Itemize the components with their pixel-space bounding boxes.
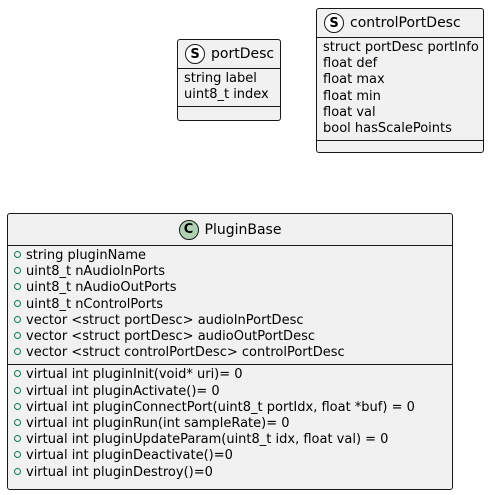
attribute: string pluginName [8, 248, 452, 264]
public-visibility-icon [14, 299, 21, 307]
struct-stereotype-icon: S [185, 44, 205, 64]
attribute-text: vector <struct portDesc> audioInPortDesc [26, 312, 304, 328]
class-pluginbase-attributes: string pluginName uint8_t nAudioInPorts … [8, 245, 452, 364]
class-pluginbase-header: C PluginBase [8, 214, 452, 245]
field: struct portDesc portInfo [323, 40, 479, 55]
struct-controlportdesc: S controlPortDesc struct portDesc portIn… [316, 8, 484, 153]
struct-portdesc: S portDesc string label uint8_t index [177, 39, 281, 121]
struct-stereotype-icon: S [324, 13, 344, 33]
attribute: vector <struct controlPortDesc> controlP… [8, 345, 452, 361]
public-visibility-icon [14, 419, 21, 427]
public-visibility-icon [14, 467, 21, 475]
method: virtual int pluginInit(void* uri)= 0 [8, 367, 452, 383]
method-text: virtual int pluginConnectPort(uint8_t po… [26, 399, 415, 415]
public-visibility-icon [14, 283, 21, 291]
class-pluginbase-methods: virtual int pluginInit(void* uri)= 0 vir… [8, 364, 452, 483]
public-visibility-icon [14, 267, 21, 275]
method: virtual int pluginUpdateParam(uint8_t id… [8, 432, 452, 448]
method-text: virtual int pluginActivate()= 0 [26, 383, 220, 399]
attribute-text: uint8_t nAudioInPorts [26, 264, 165, 280]
public-visibility-icon [14, 451, 21, 459]
struct-portdesc-name: portDesc [211, 46, 275, 62]
class-pluginbase: C PluginBase string pluginName uint8_t n… [7, 213, 453, 490]
attribute-text: uint8_t nAudioOutPorts [26, 280, 177, 296]
field: float def [323, 56, 378, 72]
public-visibility-icon [14, 315, 21, 323]
attribute: uint8_t nAudioInPorts [8, 264, 452, 280]
public-visibility-icon [14, 370, 21, 378]
public-visibility-icon [14, 435, 21, 443]
method: virtual int pluginDestroy()=0 [8, 465, 452, 481]
field: float min [323, 88, 381, 104]
attribute: vector <struct portDesc> audioOutPortDes… [8, 329, 452, 345]
attribute-text: vector <struct controlPortDesc> controlP… [26, 345, 345, 361]
method-text: virtual int pluginDeactivate()=0 [26, 448, 233, 464]
public-visibility-icon [14, 348, 21, 356]
method: virtual int pluginConnectPort(uint8_t po… [8, 400, 452, 416]
struct-controlportdesc-header: S controlPortDesc [317, 9, 483, 37]
struct-portdesc-methods [178, 106, 280, 113]
attribute: vector <struct portDesc> audioInPortDesc [8, 313, 452, 329]
class-stereotype-icon: C [178, 219, 199, 240]
attribute: uint8_t nControlPorts [8, 297, 452, 313]
struct-portdesc-header: S portDesc [178, 40, 280, 68]
field: string label [184, 71, 257, 86]
public-visibility-icon [14, 402, 21, 410]
attribute-text: vector <struct portDesc> audioOutPortDes… [26, 329, 315, 345]
attribute-text: string pluginName [26, 248, 147, 263]
method-text: virtual int pluginDestroy()=0 [26, 464, 213, 480]
method-text: virtual int pluginUpdateParam(uint8_t id… [26, 432, 389, 448]
method-text: virtual int pluginInit(void* uri)= 0 [26, 367, 243, 383]
method-text: virtual int pluginRun(int sampleRate)= 0 [26, 416, 290, 432]
method: virtual int pluginRun(int sampleRate)= 0 [8, 416, 452, 432]
field: float max [323, 72, 385, 88]
public-visibility-icon [14, 386, 21, 394]
attribute-text: uint8_t nControlPorts [26, 296, 163, 312]
public-visibility-icon [14, 251, 21, 258]
struct-portdesc-fields: string label uint8_t index [178, 68, 280, 106]
method: virtual int pluginActivate()= 0 [8, 384, 452, 400]
field: bool hasScalePoints [323, 121, 452, 137]
field: float val [323, 104, 376, 120]
public-visibility-icon [14, 332, 21, 340]
class-pluginbase-name: PluginBase [204, 221, 282, 238]
struct-controlportdesc-name: controlPortDesc [350, 15, 461, 31]
struct-controlportdesc-fields: struct portDesc portInfo float def float… [317, 37, 483, 140]
method: virtual int pluginDeactivate()=0 [8, 448, 452, 464]
struct-controlportdesc-methods [317, 140, 483, 147]
field: uint8_t index [184, 87, 269, 103]
attribute: uint8_t nAudioOutPorts [8, 280, 452, 296]
